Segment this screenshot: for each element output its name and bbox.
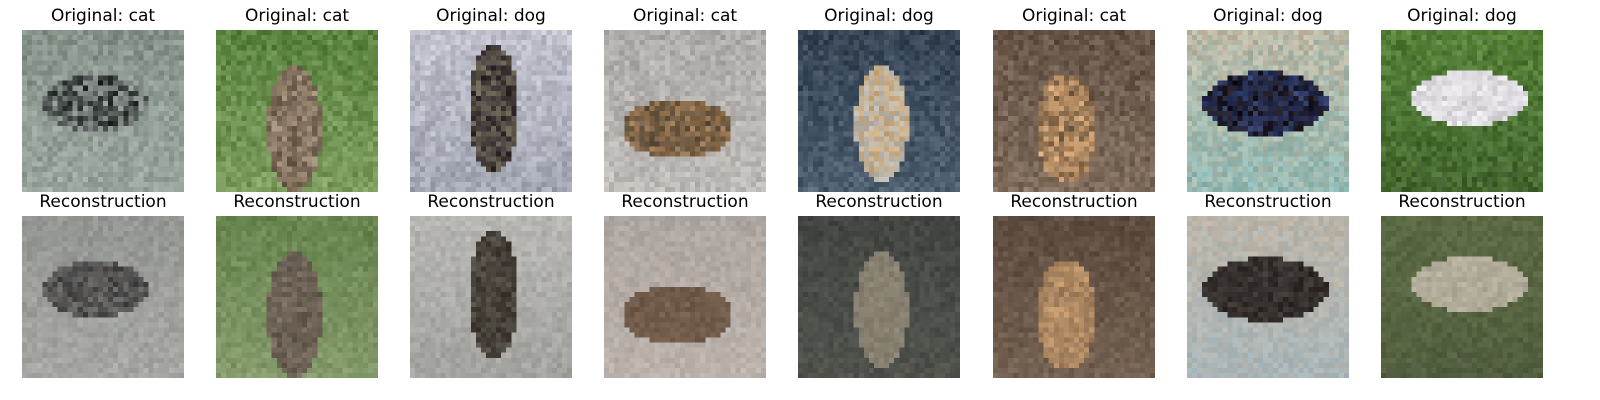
reconstruction-image	[993, 216, 1155, 378]
original-image	[410, 30, 572, 192]
original-image	[216, 30, 378, 192]
reconstruction-title: Reconstruction	[39, 192, 167, 212]
reconstruction-image	[216, 216, 378, 378]
original-image	[993, 30, 1155, 192]
original-title: Original: dog	[1407, 6, 1517, 26]
reconstruction-title: Reconstruction	[1398, 192, 1526, 212]
reconstruction-title: Reconstruction	[621, 192, 749, 212]
original-title: Original: cat	[50, 6, 156, 26]
reconstruction-image	[604, 216, 766, 378]
reconstruction-title: Reconstruction	[815, 192, 943, 212]
reconstruction-image	[410, 216, 572, 378]
original-image	[604, 30, 766, 192]
reconstruction-image	[1187, 216, 1349, 378]
original-title: Original: dog	[1213, 6, 1323, 26]
reconstruction-image	[22, 216, 184, 378]
reconstruction-image	[798, 216, 960, 378]
reconstruction-title: Reconstruction	[233, 192, 361, 212]
original-title: Original: cat	[244, 6, 350, 26]
original-image	[1187, 30, 1349, 192]
reconstruction-image	[1381, 216, 1543, 378]
reconstruction-title: Reconstruction	[427, 192, 555, 212]
reconstruction-title: Reconstruction	[1010, 192, 1138, 212]
original-image	[1381, 30, 1543, 192]
original-title: Original: cat	[1021, 6, 1127, 26]
original-title: Original: cat	[632, 6, 738, 26]
original-image	[22, 30, 184, 192]
original-image	[798, 30, 960, 192]
reconstruction-title: Reconstruction	[1204, 192, 1332, 212]
original-title: Original: dog	[824, 6, 934, 26]
original-title: Original: dog	[436, 6, 546, 26]
